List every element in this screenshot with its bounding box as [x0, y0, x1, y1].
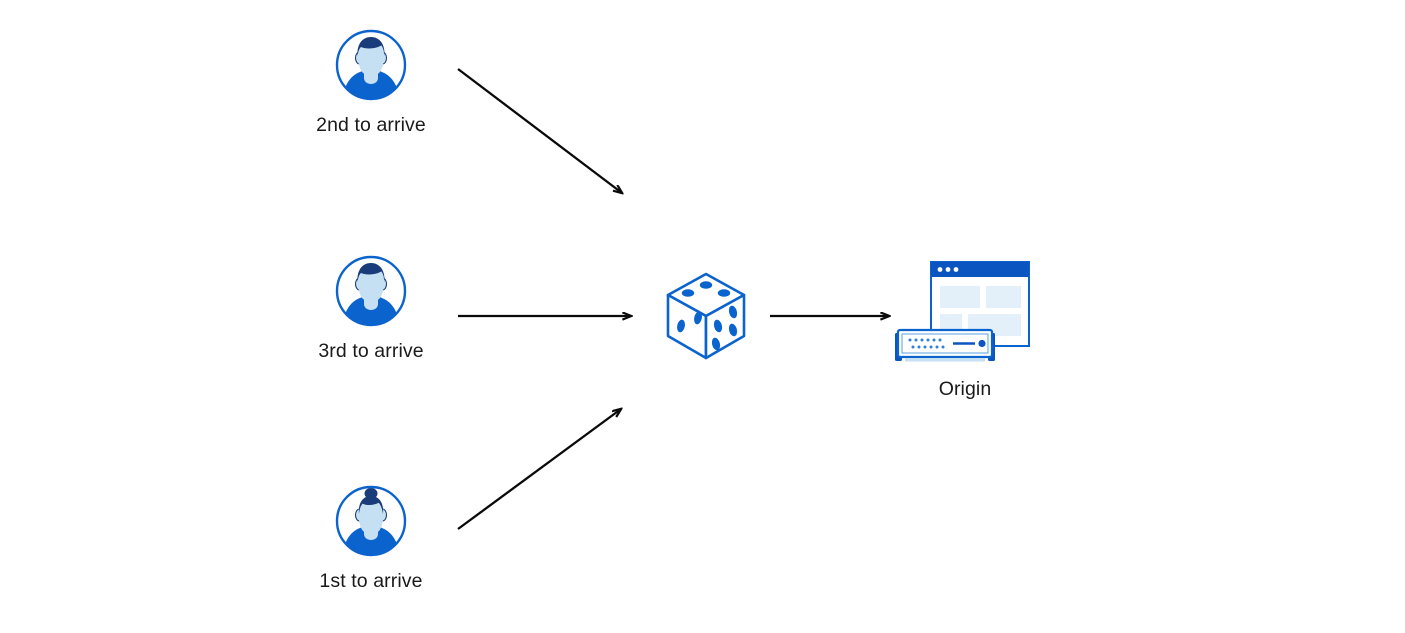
node-label-origin: Origin — [938, 378, 992, 400]
node-client-2nd[interactable]: 2nd to arrive — [291, 28, 451, 137]
node-randomizer[interactable] — [660, 268, 752, 364]
origin-server-icon — [865, 258, 1065, 368]
edge-client-1st-to-randomizer — [457, 409, 621, 530]
user-avatar-icon — [334, 28, 408, 102]
dice-icon — [660, 268, 752, 364]
user-avatar-icon — [334, 484, 408, 558]
node-client-1st[interactable]: 1st to arrive — [291, 484, 451, 593]
user-avatar-icon — [334, 254, 408, 328]
router-appliance-icon — [895, 328, 995, 362]
node-client-3rd[interactable]: 3rd to arrive — [291, 254, 451, 363]
node-origin[interactable]: Origin — [865, 258, 1065, 401]
node-label-client-2nd: 2nd to arrive — [316, 114, 426, 136]
node-label-client-1st: 1st to arrive — [319, 570, 423, 592]
node-label-client-3rd: 3rd to arrive — [318, 340, 424, 362]
edge-client-2nd-to-randomizer — [457, 68, 622, 193]
